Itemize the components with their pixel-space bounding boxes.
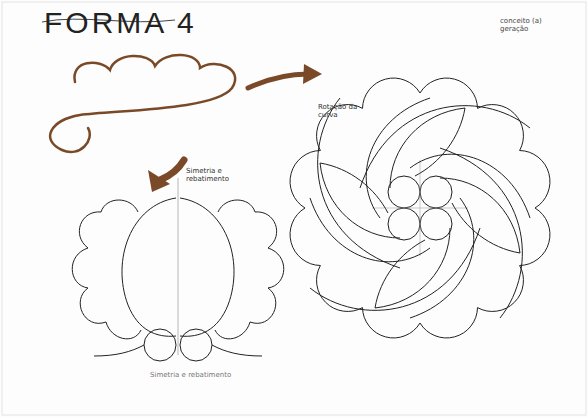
sketch-title: FORMA 4 [44,6,197,39]
brown-arrow [248,74,308,88]
brown-curve [50,55,235,152]
note-label: conceito (a) geração [500,18,544,33]
brown-arrow [160,160,184,180]
note-label: Simetria e rebatimento [186,168,232,183]
note-label: Rotação da curva [318,104,368,119]
note-label: Simetria e rebatimento [150,372,250,380]
brown-arrowhead [148,170,170,192]
brown-arrowhead [303,64,322,84]
rotation-figure [290,78,550,338]
symmetry-figure [72,178,284,361]
